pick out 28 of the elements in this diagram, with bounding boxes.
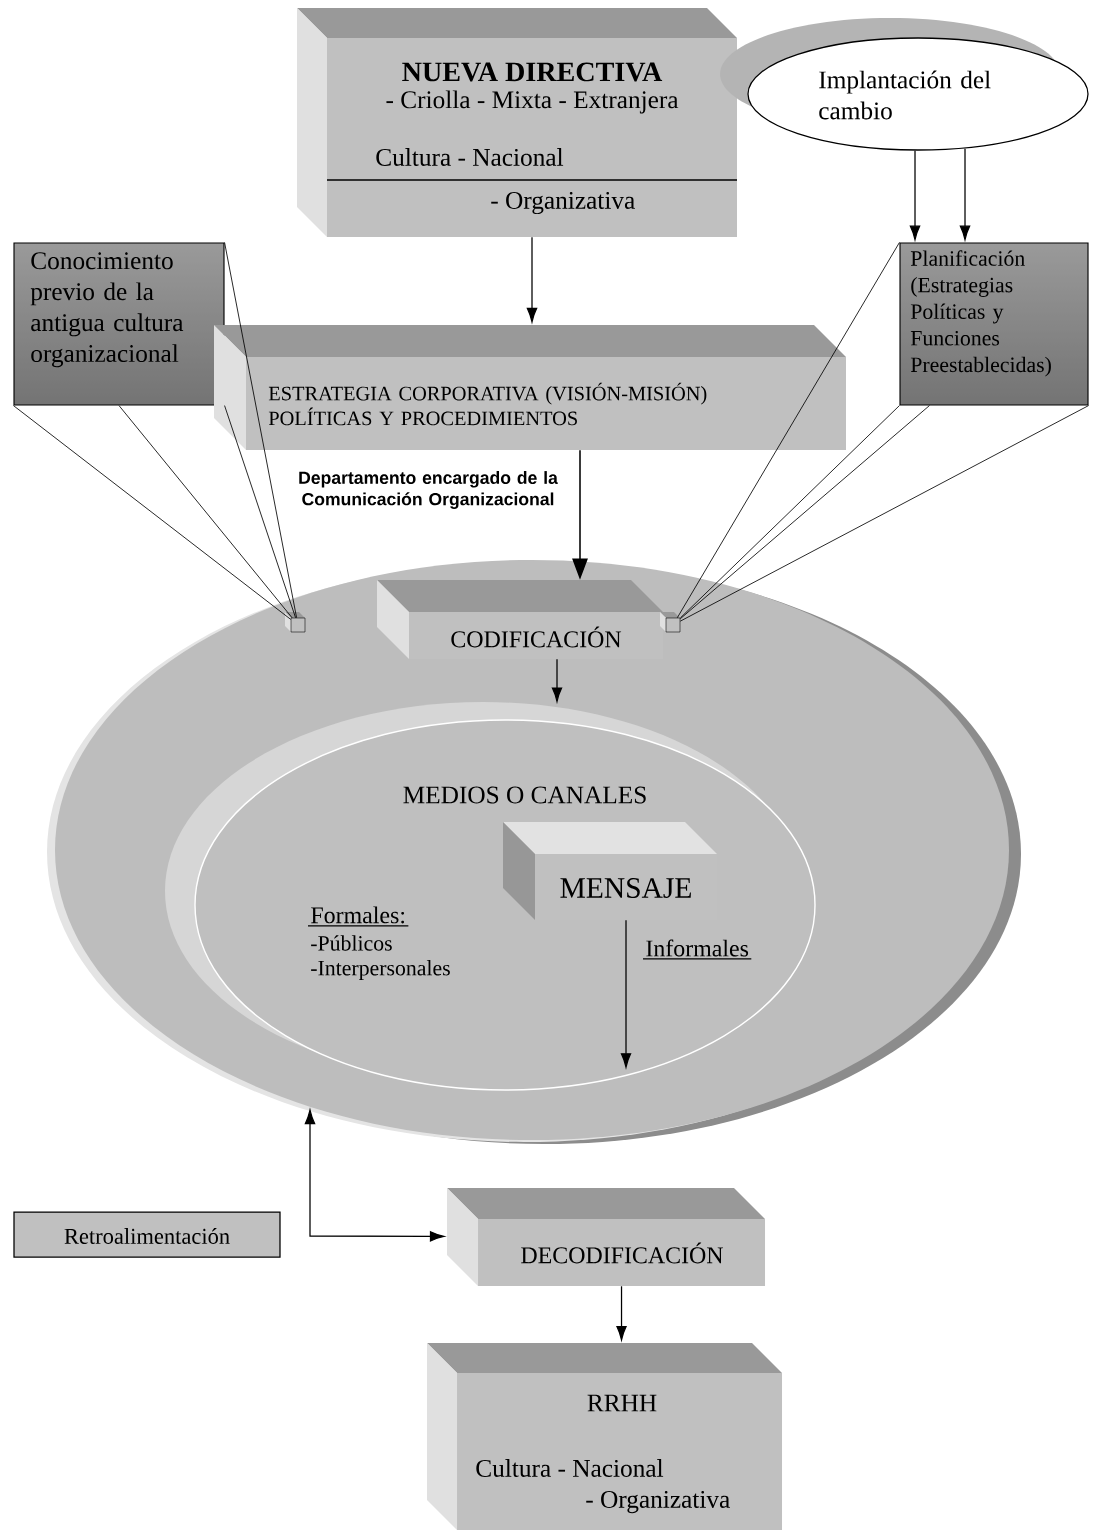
heading: Departamento encargado de la Comunicación Organizacional [299,471,558,509]
leader-line [13,405,292,620]
leader-line [224,242,298,619]
arrow [304,1109,445,1242]
arrow [959,148,971,241]
oval-box: Implantación del cambio [720,18,1089,151]
small-square [285,612,306,633]
callout-box: Conocimiento previo de la antigua cultura organizacional [13,242,225,406]
process-box: MENSAJE [503,822,717,920]
process-box: NUEVA DIRECTIVA - Criolla - Mixta - Extranjera Cultura - Nacional - Organizativa [297,8,738,237]
leader-line [224,405,296,619]
node-label: CODIFICACIÓN [451,626,622,648]
arrow [909,150,921,241]
leader-line [676,242,900,619]
callout-box: Planificación (Estrategias Políticas y Funciones Preestablecidas) [899,242,1089,406]
node-label: MENSAJE [560,878,691,898]
text-box: Retroalimentación [13,1211,281,1258]
arrow [616,1285,627,1341]
arrow [526,236,538,323]
leader-line [118,405,293,619]
arrow [551,658,563,703]
arrow [620,919,632,1068]
process-box: RRHH Cultura - Nacional - Organizativa [427,1343,783,1531]
leader-line [679,405,1089,622]
process-box: CODIFICACIÓN [377,580,663,659]
process-box: DECODIFICACIÓN [447,1188,766,1286]
process-box: ESTRATEGIA CORPORATIVA (VISIÓN-MISIÓN) POLÍTICAS Y PROCEDIMIENTOS [214,325,846,450]
small-square [660,612,681,633]
